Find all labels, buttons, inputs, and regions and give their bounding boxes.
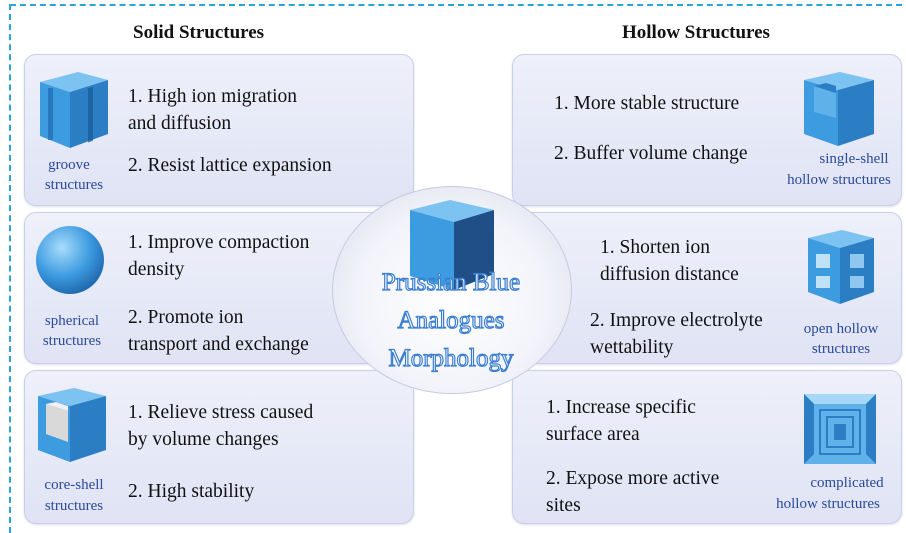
spherical-item1b: density bbox=[128, 259, 185, 280]
core-shell-cube-icon bbox=[38, 388, 106, 462]
center-title-line3: Morphology bbox=[388, 344, 514, 372]
caption-single-shell-1: single-shell bbox=[819, 151, 889, 167]
caption-spherical-1: spherical bbox=[44, 313, 100, 329]
groove-cube-icon bbox=[40, 72, 108, 148]
caption-single-shell-2: hollow structures bbox=[787, 172, 891, 188]
center-title-line1: Prussian Blue bbox=[381, 268, 521, 296]
open-hollow-cube-icon bbox=[808, 230, 874, 304]
open-hollow-item1: 1. Shorten ion bbox=[600, 237, 710, 258]
caption-groove-2: structures bbox=[44, 177, 104, 193]
complicated-item1: 1. Increase specific bbox=[546, 397, 696, 418]
single-shell-cube-icon bbox=[804, 72, 874, 146]
core-shell-item1b: by volume changes bbox=[128, 429, 279, 450]
open-hollow-item1b: diffusion distance bbox=[600, 264, 739, 285]
hollow-heading: Hollow Structures bbox=[622, 22, 770, 43]
caption-complicated-2: hollow structures bbox=[776, 496, 880, 512]
dashed-frame-top bbox=[10, 4, 902, 6]
core-shell-item2: 2. High stability bbox=[128, 481, 255, 502]
complicated-item2: 2. Expose more active bbox=[546, 468, 720, 489]
groove-item1b: and diffusion bbox=[128, 113, 232, 134]
caption-core-shell-1: core-shell bbox=[44, 477, 104, 493]
spherical-item1: 1. Improve compaction bbox=[128, 232, 310, 253]
single-shell-item2: 2. Buffer volume change bbox=[554, 143, 748, 164]
caption-core-shell-2: structures bbox=[44, 498, 104, 514]
open-hollow-item2: 2. Improve electrolyte bbox=[590, 310, 763, 331]
complicated-hollow-cube-icon bbox=[804, 394, 876, 464]
center-title-line2: Analogues bbox=[397, 306, 505, 334]
caption-groove-1: groove bbox=[48, 157, 90, 173]
complicated-item2b: sites bbox=[546, 495, 581, 516]
caption-spherical-2: structures bbox=[42, 333, 102, 349]
spherical-item2: 2. Promote ion bbox=[128, 307, 244, 328]
caption-open-hollow-2: structures bbox=[811, 341, 871, 357]
dashed-frame-left bbox=[9, 4, 11, 533]
core-shell-item1: 1. Relieve stress caused bbox=[128, 402, 314, 423]
complicated-item1b: surface area bbox=[546, 424, 640, 445]
spherical-item2b: transport and exchange bbox=[128, 334, 309, 355]
caption-open-hollow-1: open hollow bbox=[803, 321, 879, 337]
caption-complicated-1: complicated bbox=[810, 475, 884, 491]
groove-item1: 1. High ion migration bbox=[128, 86, 297, 107]
solid-heading: Solid Structures bbox=[133, 22, 265, 43]
single-shell-item1: 1. More stable structure bbox=[554, 93, 740, 114]
groove-item2: 2. Resist lattice expansion bbox=[128, 155, 332, 176]
center-cube-icon bbox=[410, 200, 494, 290]
sphere-icon bbox=[36, 226, 104, 294]
open-hollow-item2b: wettability bbox=[590, 337, 674, 358]
